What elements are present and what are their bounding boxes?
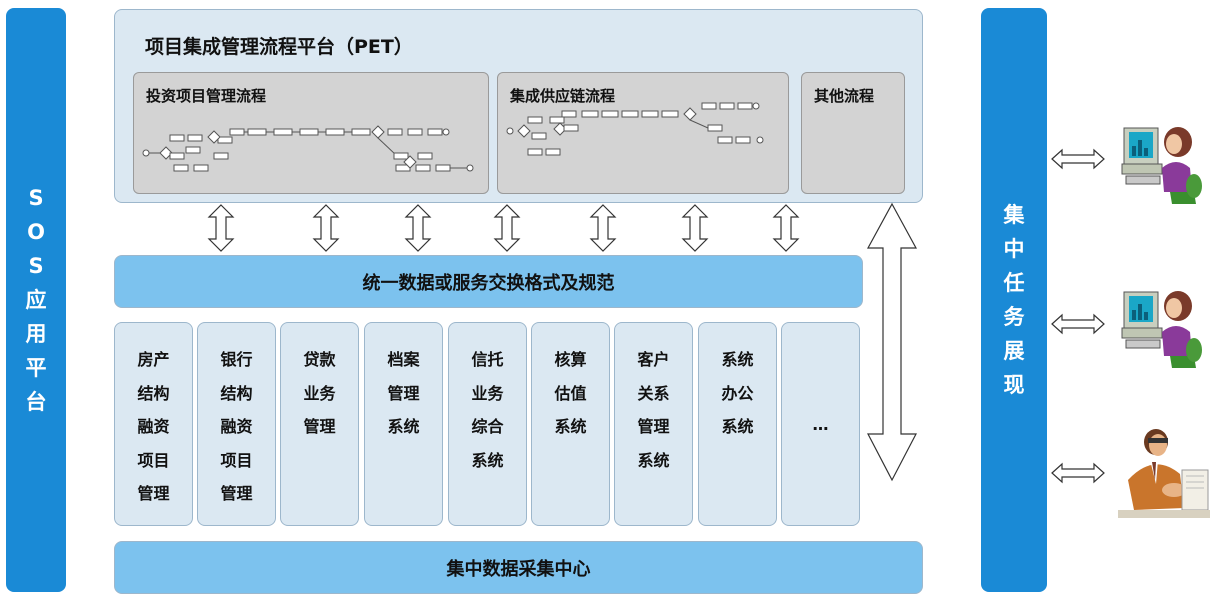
system-label-line: 管理	[137, 484, 170, 503]
system-label-line: 管理	[387, 383, 420, 403]
system-label-line: 管理	[303, 417, 336, 436]
system-box-office: 系统 办公 系统	[698, 322, 777, 526]
system-label-line: 业务	[303, 383, 336, 403]
double-arrow-icon	[208, 204, 234, 252]
system-label-line: 办公	[721, 383, 754, 403]
system-label-line: 系统	[387, 417, 420, 436]
double-arrow-icon	[682, 204, 708, 252]
task-display-bar: 集中任务展现	[981, 8, 1047, 592]
standard-exchange-label: 统一数据或服务交换格式及规范	[362, 272, 615, 294]
system-label-line: 融资	[137, 417, 170, 436]
system-label-line: 结构	[220, 383, 253, 403]
sos-platform-bar: SOS应用平台	[6, 8, 66, 592]
system-label-line: 信托	[471, 350, 504, 369]
system-label-line: 核算	[554, 350, 587, 369]
pet-platform-title: 项目集成管理流程平台（PET）	[145, 36, 413, 58]
sos-platform-label: SOS应用平台	[25, 186, 47, 414]
long-double-arrow-icon	[866, 202, 918, 482]
system-label-line: 系统	[721, 417, 754, 436]
other-flow-box: 其他流程	[801, 72, 905, 194]
system-label-line: 系统	[721, 350, 754, 369]
system-box-bank: 银行 结构 融资 项目 管理	[197, 322, 276, 526]
system-label-line: 项目	[137, 450, 170, 470]
double-arrow-icon	[590, 204, 616, 252]
system-label-line: 贷款	[303, 350, 336, 369]
system-label-line: 项目	[220, 450, 253, 470]
system-box-accounting: 核算 估值 系统	[531, 322, 610, 526]
system-box-trust: 信托 业务 综合 系统	[448, 322, 527, 526]
person-at-computer-icon	[1121, 291, 1202, 368]
system-box-more: …	[781, 322, 860, 526]
system-label-line: 客户	[637, 350, 670, 369]
person-at-desk-icon	[1118, 429, 1210, 518]
system-box-archive: 档案 管理 系统	[364, 322, 443, 526]
person-at-computer-icon	[1121, 127, 1202, 204]
system-label-line: 估值	[554, 383, 587, 403]
double-arrow-icon	[494, 204, 520, 252]
system-box-crm: 客户 关系 管理 系统	[614, 322, 693, 526]
pet-platform-panel: 项目集成管理流程平台（PET） 投资项目管理流程	[114, 9, 923, 203]
double-arrow-icon	[1051, 149, 1105, 169]
task-display-label: 集中任务展现	[1003, 203, 1025, 397]
system-label-line: 房产	[137, 350, 170, 369]
system-box-real-estate: 房产 结构 融资 项目 管理	[114, 322, 193, 526]
system-label-line: 融资	[220, 417, 253, 436]
investment-flow-box: 投资项目管理流程	[133, 72, 489, 194]
supply-chain-flow-title: 集成供应链流程	[510, 87, 616, 105]
system-label-line: 管理	[637, 417, 670, 436]
double-arrow-icon	[773, 204, 799, 252]
system-label-line: 档案	[387, 350, 420, 369]
system-label-line: 综合	[471, 417, 504, 436]
system-box-loan: 贷款 业务 管理	[280, 322, 359, 526]
system-label-line: 关系	[637, 383, 670, 403]
system-label-line: 系统	[637, 450, 670, 470]
system-label-line: 结构	[137, 383, 170, 403]
other-flow-title: 其他流程	[814, 87, 875, 105]
investment-flow-title: 投资项目管理流程	[146, 87, 267, 105]
system-label-line: 业务	[471, 383, 504, 403]
double-arrow-icon	[405, 204, 431, 252]
system-label-line: 管理	[220, 484, 253, 503]
system-label-line: 系统	[554, 417, 587, 436]
system-label-line: 系统	[471, 450, 504, 470]
double-arrow-icon	[313, 204, 339, 252]
double-arrow-icon	[1051, 314, 1105, 334]
supply-chain-flow-diagram	[506, 102, 764, 156]
supply-chain-flow-box: 集成供应链流程	[497, 72, 789, 194]
data-collection-center-bar: 集中数据采集中心	[114, 541, 923, 594]
data-collection-center-label: 集中数据采集中心	[446, 558, 591, 580]
investment-flow-diagram	[142, 125, 474, 172]
standard-exchange-bar: 统一数据或服务交换格式及规范	[114, 255, 863, 308]
double-arrow-icon	[1051, 463, 1105, 483]
system-label-line: …	[812, 415, 829, 434]
system-label-line: 银行	[220, 350, 253, 369]
